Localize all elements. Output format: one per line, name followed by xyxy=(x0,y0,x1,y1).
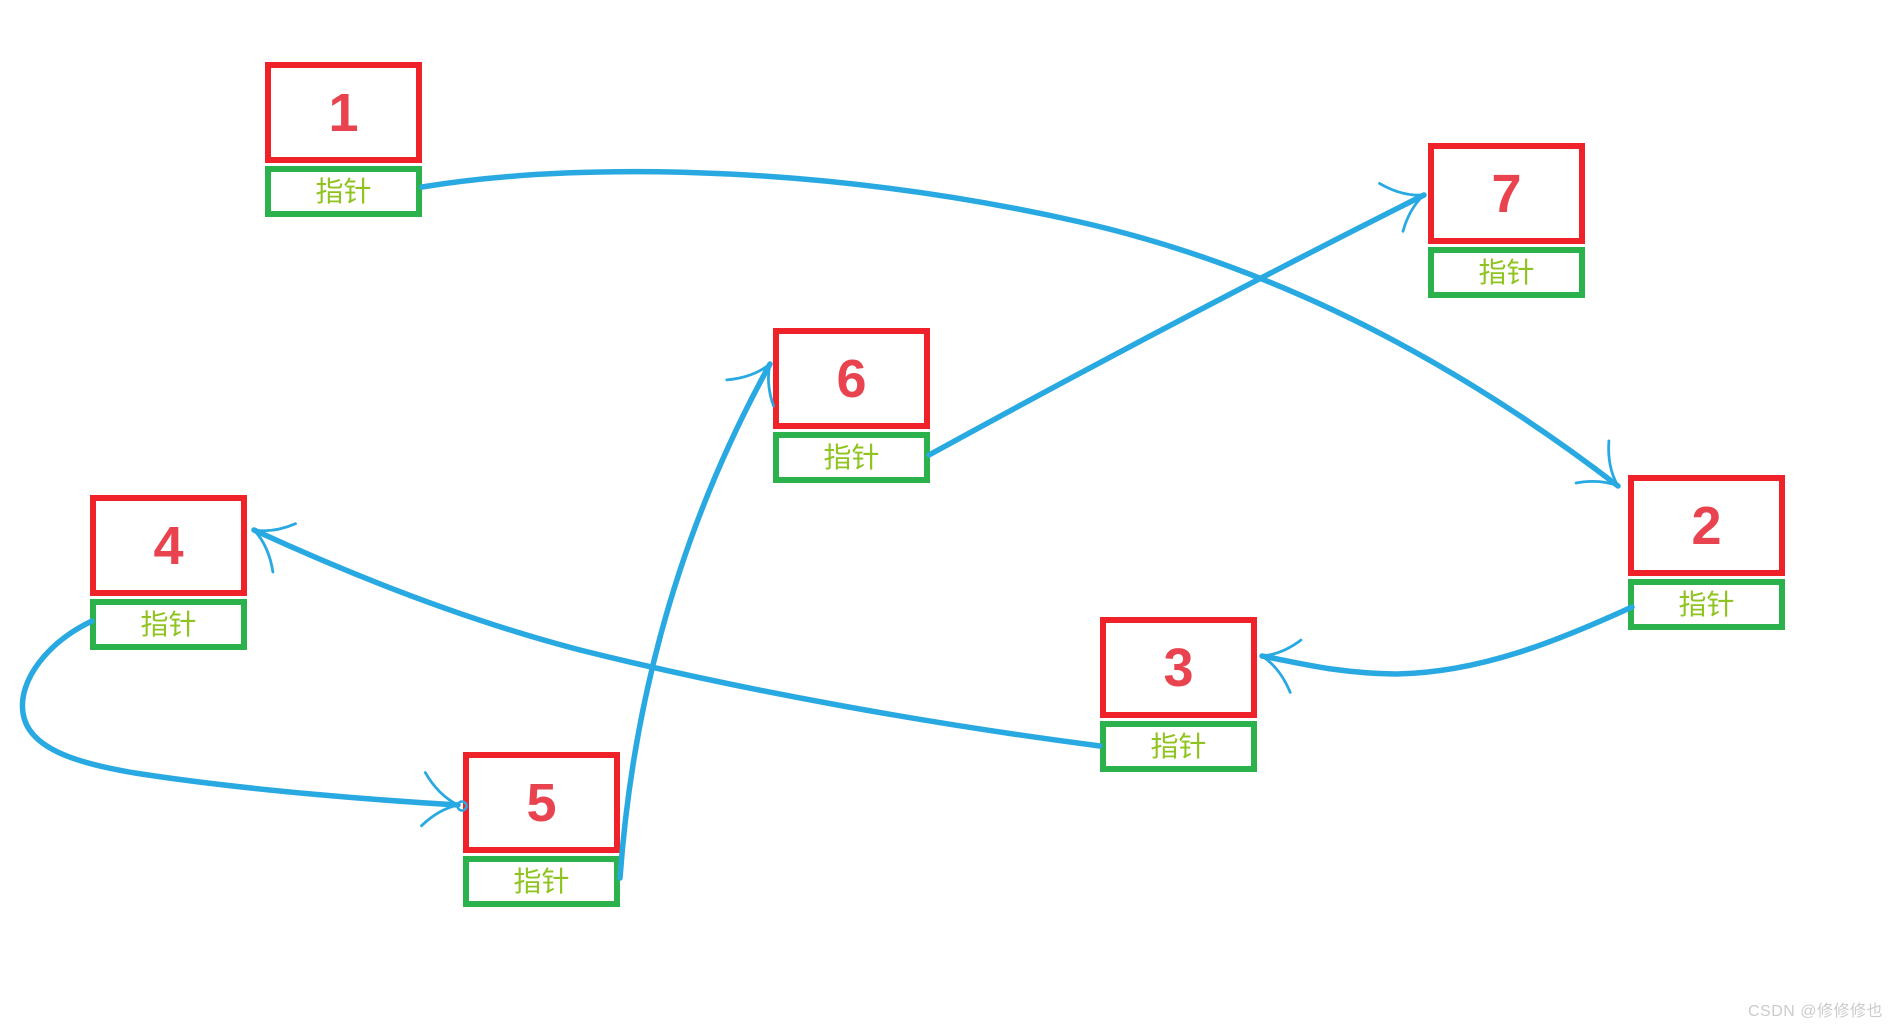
node-4-value: 4 xyxy=(153,515,184,576)
node-7: 7 指针 xyxy=(1428,143,1585,298)
node-5-pointer-box: 指针 xyxy=(463,856,620,907)
node-6-pointer-label: 指针 xyxy=(823,441,880,473)
arrowhead-prong xyxy=(252,528,275,574)
arrowhead-prong xyxy=(1401,193,1426,233)
edge-3-4 xyxy=(251,527,1103,749)
arrowhead-5-6 xyxy=(725,362,775,408)
watermark: CSDN @修修修也 xyxy=(1747,1003,1883,1020)
node-7-value-box: 7 xyxy=(1428,143,1585,244)
edge-2-3 xyxy=(1259,604,1635,677)
node-4-pointer-box: 指针 xyxy=(90,599,247,650)
node-2-pointer-label: 指针 xyxy=(1678,588,1735,620)
arrowhead-2-3 xyxy=(1260,638,1303,694)
node-1: 1 指针 xyxy=(265,62,422,217)
node-2-pointer-box: 指针 xyxy=(1628,579,1785,630)
edge-6-7 xyxy=(926,192,1427,458)
node-3: 3 指针 xyxy=(1100,617,1257,772)
edge-5-6 xyxy=(617,361,773,881)
arrowhead-6-7 xyxy=(1378,182,1426,233)
node-1-value: 1 xyxy=(328,82,359,143)
node-2: 2 指针 xyxy=(1628,475,1785,630)
arrowhead-1-2 xyxy=(1574,439,1620,488)
node-4: 4 指针 xyxy=(90,495,247,650)
node-6-pointer-box: 指针 xyxy=(773,432,930,483)
node-5-value: 5 xyxy=(526,772,557,833)
node-6: 6 指针 xyxy=(773,328,930,483)
node-3-value-box: 3 xyxy=(1100,617,1257,718)
node-5-pointer-label: 指针 xyxy=(513,865,570,897)
node-1-pointer-box: 指针 xyxy=(265,166,422,217)
node-1-pointer-label: 指针 xyxy=(315,175,372,207)
node-6-value-box: 6 xyxy=(773,328,930,429)
arrowhead-prong xyxy=(423,771,460,807)
node-5: 5 指针 xyxy=(463,752,620,907)
arrowhead-3-4 xyxy=(252,522,297,574)
arrowhead-prong xyxy=(420,803,460,828)
node-6-value: 6 xyxy=(836,348,867,409)
arrowhead-prong xyxy=(1260,638,1303,658)
node-2-value-box: 2 xyxy=(1628,475,1785,576)
node-7-value: 7 xyxy=(1491,163,1522,224)
arrowhead-prong xyxy=(1260,654,1292,694)
arrowhead-prong xyxy=(1574,480,1620,488)
node-7-pointer-box: 指针 xyxy=(1428,247,1585,298)
node-7-pointer-label: 指针 xyxy=(1478,256,1535,288)
node-3-pointer-box: 指针 xyxy=(1100,721,1257,772)
node-5-value-box: 5 xyxy=(463,752,620,853)
arrowhead-prong xyxy=(1378,182,1426,197)
arrowhead-prong xyxy=(1607,439,1620,488)
node-2-value: 2 xyxy=(1691,495,1722,556)
node-3-value: 3 xyxy=(1163,637,1194,698)
node-4-pointer-label: 指针 xyxy=(140,608,197,640)
node-3-pointer-label: 指针 xyxy=(1150,730,1207,762)
arrowhead-4-5 xyxy=(420,771,468,828)
arrowhead-prong xyxy=(252,522,297,533)
node-4-value-box: 4 xyxy=(90,495,247,596)
node-1-value-box: 1 xyxy=(265,62,422,163)
arrowhead-prong xyxy=(725,362,772,382)
